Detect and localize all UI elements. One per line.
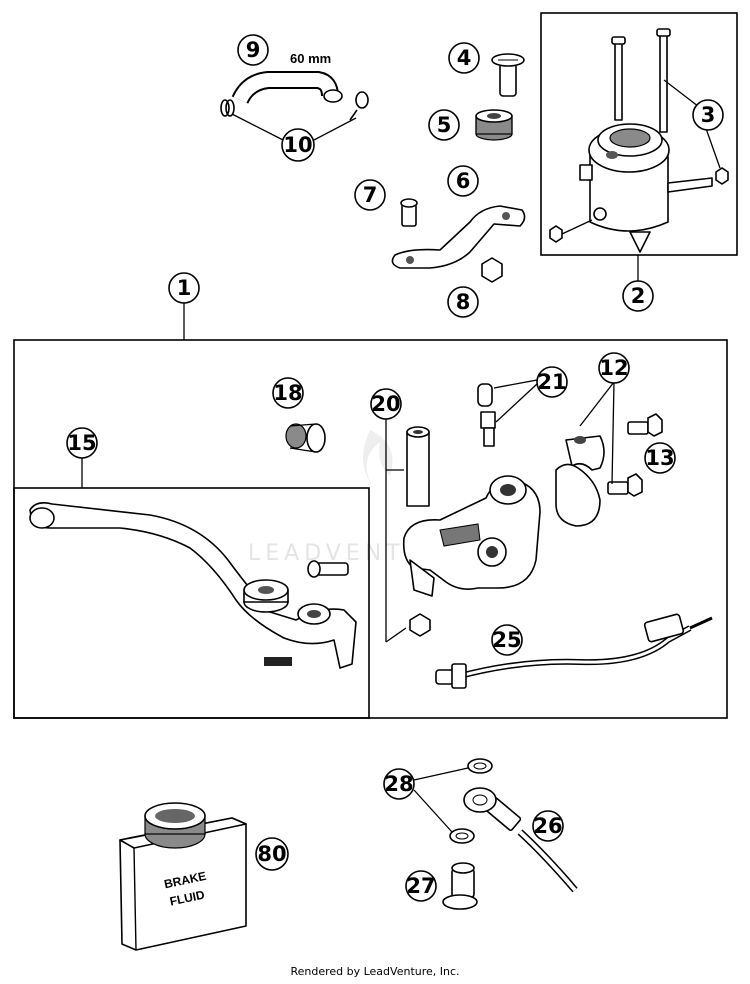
callout-15: 15 (66, 427, 98, 459)
lever-assembly-frame (13, 487, 370, 719)
callout-2: 2 (622, 280, 654, 312)
reservoir-inset-frame (540, 12, 738, 256)
reservoir-cap-screw (491, 53, 525, 97)
svg-text:10: 10 (283, 133, 312, 157)
svg-text:8: 8 (456, 290, 471, 314)
svg-text:26: 26 (533, 814, 562, 838)
svg-text:7: 7 (363, 183, 378, 207)
svg-text:18: 18 (273, 381, 302, 405)
svg-text:25: 25 (492, 628, 521, 652)
bleeder-screw (477, 383, 496, 447)
brake-lever (29, 502, 357, 669)
svg-text:27: 27 (406, 874, 435, 898)
svg-text:9: 9 (246, 38, 261, 62)
callout-7: 7 (354, 179, 386, 211)
svg-text:20: 20 (371, 392, 400, 416)
brake-fluid-reservoir (579, 123, 713, 253)
reservoir-nut-right (715, 167, 729, 185)
callout-8: 8 (447, 286, 479, 318)
brake-line (463, 787, 578, 893)
bracket-screw (400, 198, 418, 227)
pivot-nut (409, 613, 431, 637)
callout-6: 6 (447, 165, 479, 197)
callout-20: 20 (370, 388, 402, 420)
pivot-sleeve (406, 426, 430, 507)
callout-21: 21 (536, 366, 568, 398)
svg-text:3: 3 (701, 103, 716, 127)
callout-10: 10 (281, 128, 315, 162)
svg-text:80: 80 (257, 842, 286, 866)
svg-text:13: 13 (645, 446, 674, 470)
svg-text:28: 28 (384, 772, 413, 796)
callout-25: 25 (491, 624, 523, 656)
svg-text:6: 6 (456, 169, 471, 193)
handlebar-clamp (555, 435, 605, 527)
callout-13: 13 (644, 442, 676, 474)
brake-fluid-can: BRAKE FLUID (119, 802, 247, 951)
clamp-bolt-upper (627, 413, 663, 437)
callout-12: 12 (598, 352, 630, 384)
hose-clamp-right (349, 91, 369, 121)
reservoir-nut-left (549, 225, 563, 243)
reservoir-bracket (391, 205, 526, 269)
dust-boot (285, 423, 326, 453)
svg-text:1: 1 (177, 276, 192, 300)
banjo-bolt (442, 862, 478, 910)
hose-length-label: 60 mm (290, 51, 331, 66)
callout-18: 18 (272, 377, 304, 409)
svg-text:15: 15 (67, 431, 96, 455)
callout-28: 28 (383, 768, 415, 800)
callout-3: 3 (692, 99, 724, 131)
rubber-grommet (475, 109, 513, 141)
callout-9: 9 (237, 34, 269, 66)
svg-text:2: 2 (631, 284, 646, 308)
clamp-bolt-lower (607, 473, 643, 497)
svg-text:4: 4 (457, 46, 472, 70)
reservoir-hose (231, 71, 343, 105)
svg-text:21: 21 (537, 370, 566, 394)
callout-27: 27 (405, 870, 437, 902)
callout-80: 80 (255, 837, 289, 871)
callout-26: 26 (532, 810, 564, 842)
hose-clamp-left (220, 99, 235, 117)
callout-1: 1 (168, 272, 200, 304)
footer-credit: Rendered by LeadVenture, Inc. (290, 965, 459, 978)
svg-text:5: 5 (437, 113, 452, 137)
reservoir-screws (611, 28, 671, 133)
master-cylinder-body (402, 475, 541, 597)
svg-text:12: 12 (599, 356, 628, 380)
brake-light-switch (435, 613, 713, 689)
callout-4: 4 (448, 42, 480, 74)
bracket-nut (481, 257, 503, 283)
callout-5: 5 (428, 109, 460, 141)
